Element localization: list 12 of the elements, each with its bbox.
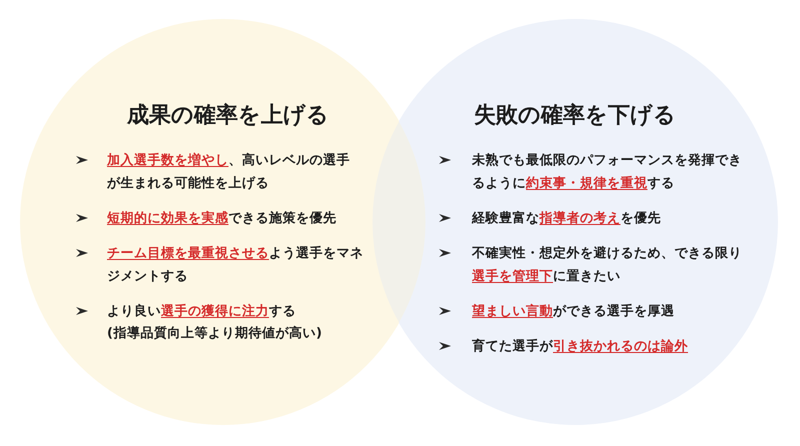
note-text: (指導品質向上等より期待値が高い)	[107, 324, 322, 342]
bullet-text: 短期的に効果を実感できる施策を優先	[107, 210, 336, 228]
bullet-text: 不確実性・想定外を避けるため、できる限り選手を管理下に置きたい	[472, 244, 743, 286]
bullet-text: 未熟でも最低限のパフォーマンスを発揮できるように約束事・規律を重視する	[472, 152, 743, 192]
bullet-text: 加入選手数を増やし、高いレベルの選手が生まれる可能性を上げる	[107, 152, 351, 192]
circle-title: 成果の確率を上げる	[127, 103, 329, 129]
circle-title: 失敗の確率を下げる	[474, 103, 676, 129]
bullet-text: 育てた選手が引き抜かれるのは論外	[472, 338, 688, 356]
bullet-text: 望ましい言動ができる選手を厚遇	[472, 302, 674, 320]
bullet-text: より良い選手の獲得に注力する	[107, 302, 296, 320]
bullet-text: 経験豊富な指導者の考えを優先	[472, 210, 661, 228]
bullet-text: チーム目標を最重視させるよう選手をマネジメントする	[107, 244, 364, 286]
